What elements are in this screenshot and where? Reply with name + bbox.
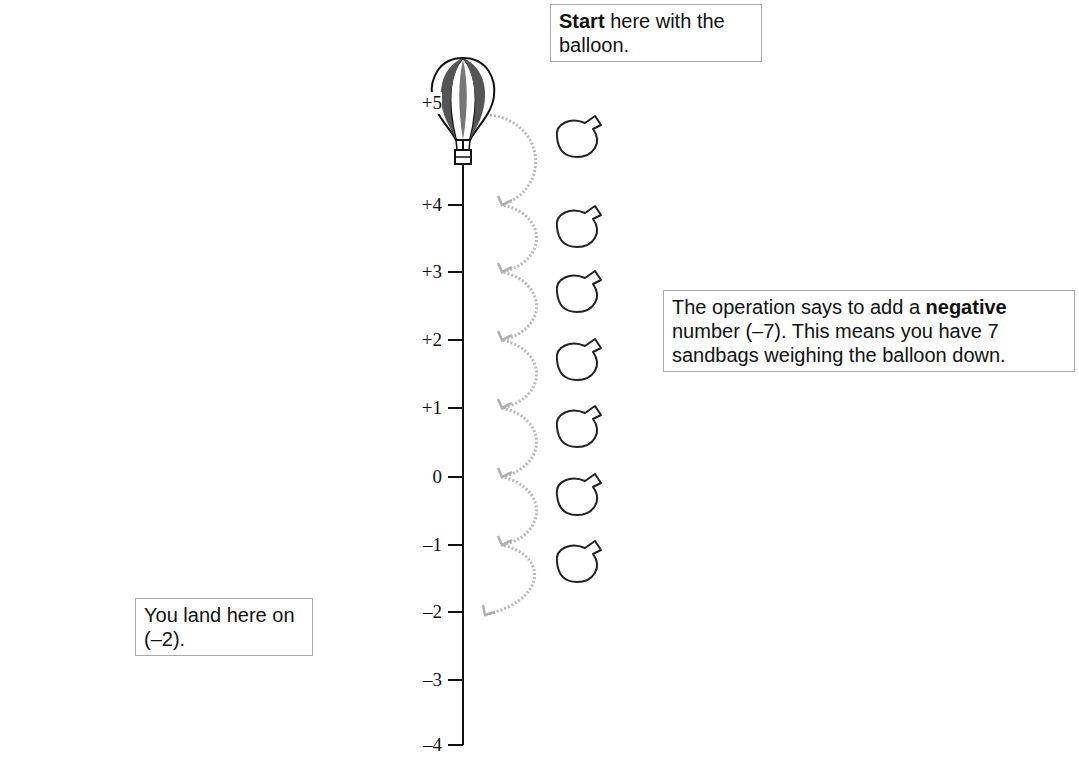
axis-number: –3	[423, 669, 442, 691]
callout-text: You land here on (–2).	[144, 603, 304, 651]
axis-number: +5	[422, 92, 442, 114]
callout-text: The operation says to add a negative num…	[672, 295, 1066, 367]
axis-number: +1	[422, 397, 442, 419]
callout-text: Start here with the balloon.	[559, 9, 753, 57]
axis-number: –4	[423, 734, 442, 756]
callout-box: You land here on (–2).	[135, 598, 313, 656]
descent-arrowheads	[483, 196, 512, 615]
axis-number: –2	[423, 601, 442, 623]
axis-ticks	[448, 103, 463, 745]
axis-number: +4	[422, 194, 442, 216]
emphasis: negative	[926, 296, 1007, 318]
axis-line	[462, 103, 464, 745]
axis-number: +3	[422, 261, 442, 283]
sandbags	[557, 116, 601, 582]
descent-path	[485, 115, 537, 615]
axis-number: +2	[422, 329, 442, 351]
callout-box: The operation says to add a negative num…	[663, 290, 1075, 372]
emphasis: Start	[559, 10, 605, 32]
axis-number: 0	[433, 466, 443, 488]
axis-number: –1	[423, 534, 442, 556]
callout-box: Start here with the balloon.	[550, 4, 762, 62]
